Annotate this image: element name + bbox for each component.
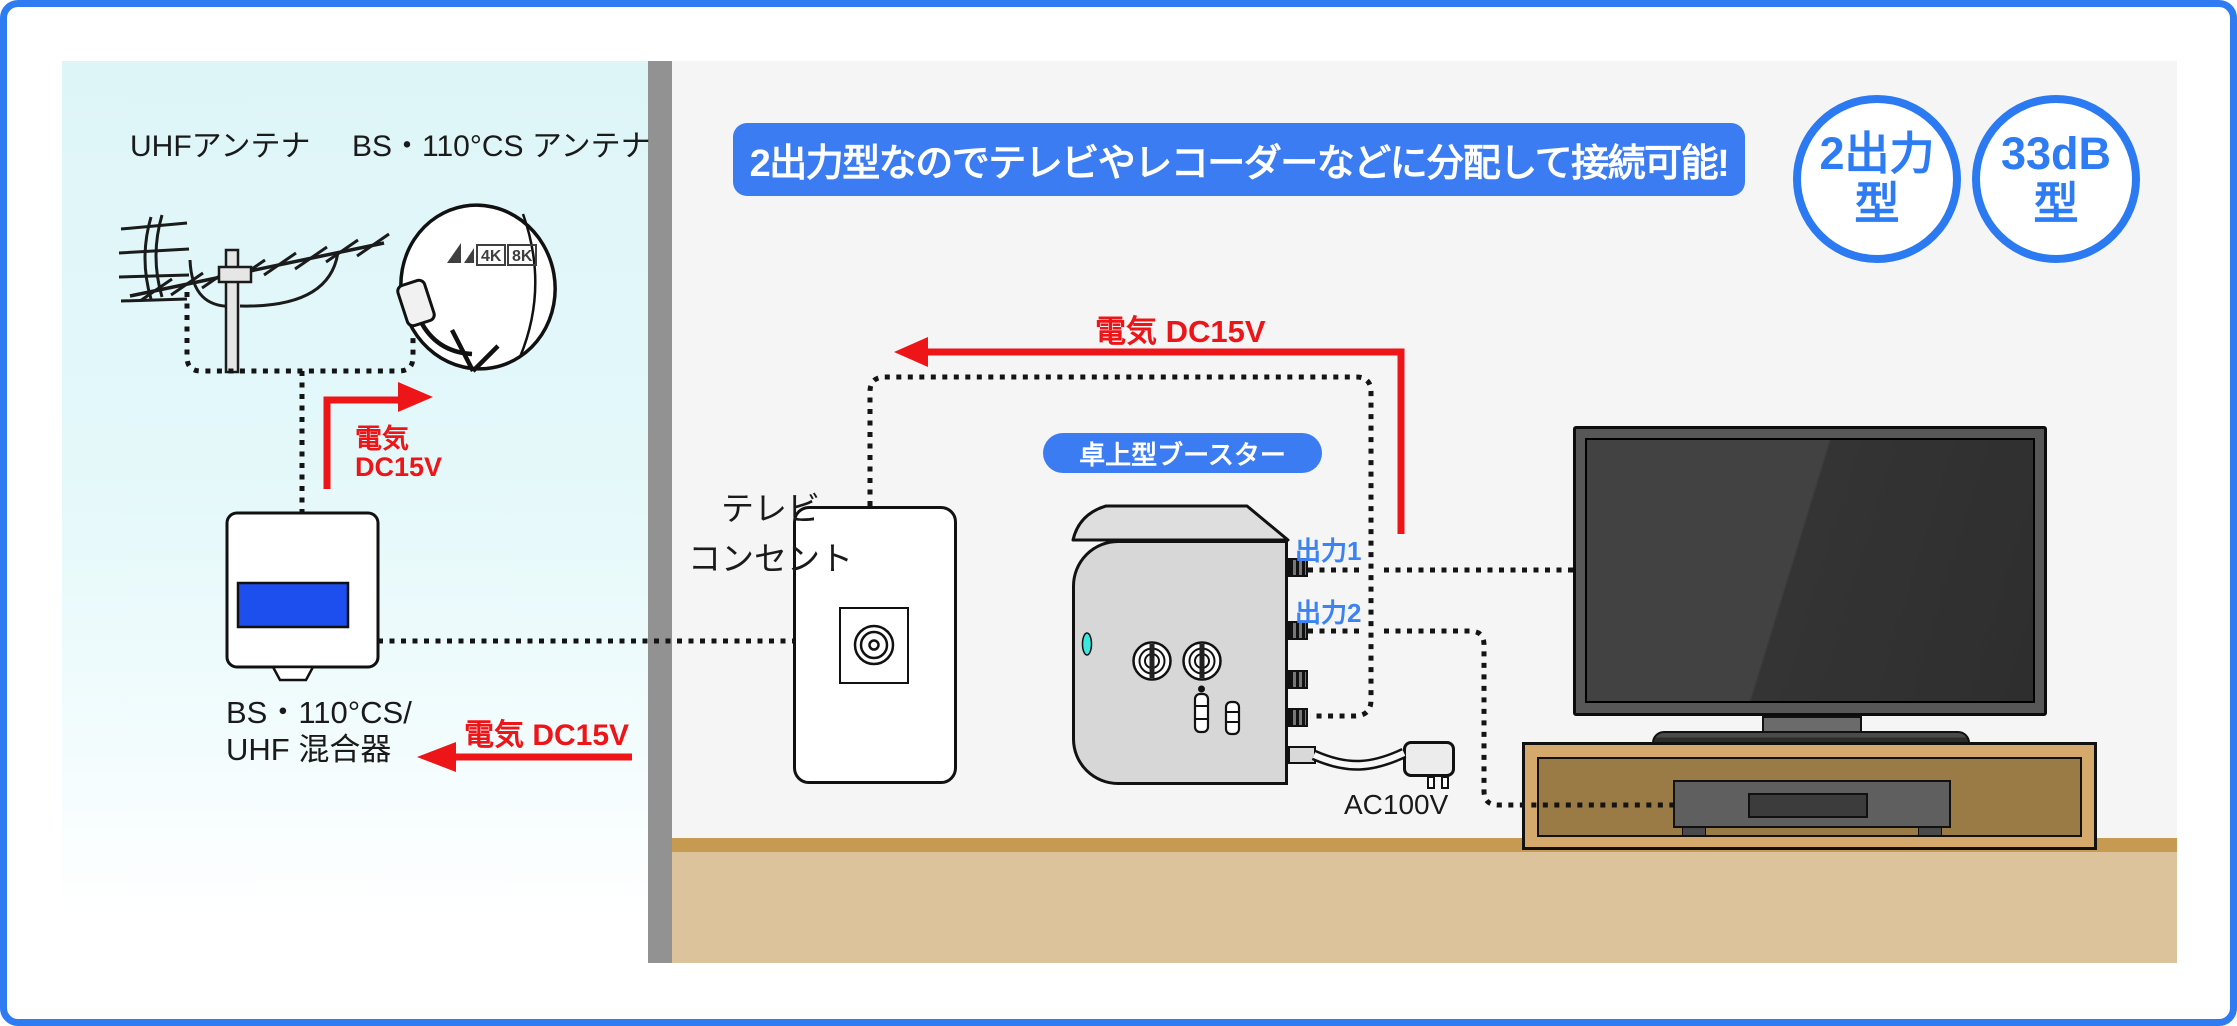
badge-2-outputs: 2出力 型 — [1793, 95, 1961, 263]
badge-33db: 33dB 型 — [1972, 95, 2140, 263]
bs-antenna-label: BS・110°CS アンテナ — [352, 130, 651, 163]
output1-label: 出力1 — [1295, 536, 1362, 566]
headline-banner: 2出力型なのでテレビやレコーダーなどに分配して接続可能! — [733, 123, 1745, 196]
booster-badge: 卓上型ブースター — [1043, 433, 1322, 473]
tv-outlet-label: テレビ コンセント — [688, 490, 853, 577]
wall-divider — [648, 61, 672, 963]
recorder-display — [1748, 793, 1868, 818]
floor — [672, 852, 2177, 963]
power-dc15v-label-top: 電気 DC15V — [1095, 314, 1266, 349]
recorder-foot — [1918, 827, 1942, 836]
mixer-label: BS・110°CS/ UHF 混合器 — [226, 695, 412, 767]
ac100v-label: AC100V — [1344, 789, 1449, 820]
power-dc15v-label-wall: 電気 DC15V — [464, 719, 630, 752]
headline-text: 2出力型なのでテレビやレコーダーなどに分配して接続可能! — [749, 143, 1730, 185]
power-dc15v-label-mixer: 電気 DC15V — [355, 424, 443, 482]
recorder-foot — [1682, 827, 1706, 836]
uhf-antenna-label: UHFアンテナ — [130, 130, 311, 163]
output2-label: 出力2 — [1295, 598, 1362, 628]
